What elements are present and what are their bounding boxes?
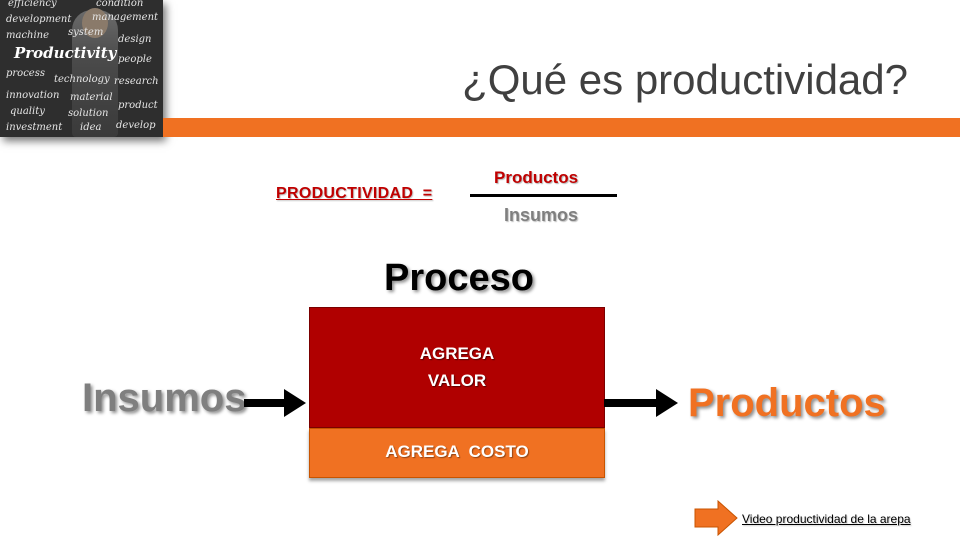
value-box-line1: AGREGA (419, 344, 495, 363)
photo-word: Productivity (14, 44, 117, 62)
photo-word: system (68, 27, 104, 38)
fraction-denominator: Insumos (504, 205, 579, 225)
input-arrow-icon (244, 389, 306, 417)
right-arrow-icon[interactable] (694, 500, 738, 536)
cost-box-label: AGREGA COSTO (385, 442, 529, 461)
photo-word: technology (54, 74, 110, 85)
photo-word: design (118, 34, 152, 45)
fraction-numerator: Productos (494, 168, 579, 187)
productivity-photo: efficiency condition development managem… (0, 0, 163, 137)
photo-word: development (6, 14, 72, 25)
photo-word: machine (6, 30, 50, 41)
photo-word: innovation (6, 90, 60, 101)
output-arrow-icon (604, 389, 678, 417)
photo-word: efficiency (8, 0, 57, 9)
photo-word: people (118, 54, 152, 65)
photo-person-head (82, 8, 108, 38)
fraction-line (470, 194, 617, 197)
photo-word: process (6, 68, 45, 79)
input-label: Insumos (82, 376, 247, 420)
photo-word: research (114, 76, 159, 87)
photo-word: condition (96, 0, 144, 9)
value-box: AGREGA VALOR (309, 307, 605, 428)
title-accent-band (163, 118, 960, 137)
photo-word: quality (10, 106, 45, 117)
video-link[interactable]: Video productividad de la arepa (742, 512, 911, 526)
photo-word: material (70, 92, 113, 103)
value-box-line2: VALOR (427, 371, 487, 390)
process-heading: Proceso (384, 257, 534, 299)
formula-label: PRODUCTIVIDAD = (276, 185, 433, 202)
photo-word: develop (116, 120, 156, 131)
photo-word: investment (6, 122, 63, 133)
photo-word: solution (68, 108, 109, 119)
photo-word: product (118, 100, 158, 111)
output-label: Productos (688, 381, 886, 425)
slide-title: ¿Qué es productividad? (462, 56, 908, 103)
photo-word: management (92, 12, 159, 23)
photo-word: idea (80, 122, 102, 133)
cost-box: AGREGA COSTO (309, 428, 605, 478)
